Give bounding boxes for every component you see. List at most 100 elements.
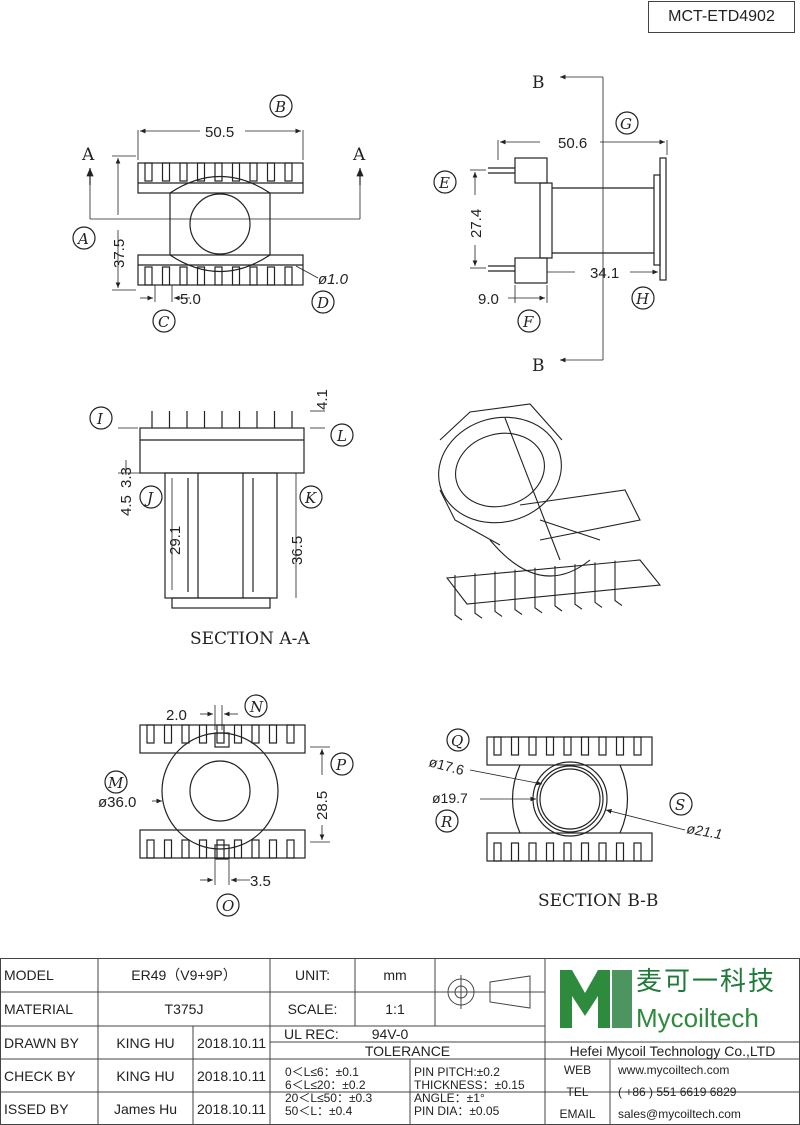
callout-d: D (316, 294, 329, 312)
issued-by-name: James Hu (113, 1100, 178, 1117)
callout-k: K (304, 489, 317, 507)
dim-bb-d3: ø21.1 (685, 820, 723, 842)
top-view: A A 50.5 37.5 5.0 ø1.0 (72, 94, 366, 333)
comb-slot (580, 842, 590, 862)
comb-slot (161, 162, 171, 182)
comb-slot (268, 724, 278, 744)
dim-top-height: 37.5 (111, 239, 128, 268)
unit-value: mm (383, 967, 407, 983)
section-bb-view: ø17.6 ø19.7 ø21.1 SECTION B-B Q R S (427, 728, 724, 911)
company-name: Hefei Mycoil Technology Co.,LTD (569, 1042, 776, 1059)
fin (554, 566, 563, 612)
section-a-right: A (352, 145, 366, 165)
comb-slot (251, 724, 260, 744)
web-value[interactable]: www.mycoiltech.com (618, 1063, 730, 1077)
side-view: B B 50.6 27.4 (433, 73, 668, 376)
dim-top-width: 50.5 (205, 124, 234, 141)
comb-slot (286, 724, 295, 744)
comb-slot (251, 839, 260, 859)
tolerance-ranges: 0＜L≤6：±0.1 6＜L≤20：±0.2 20＜L≤50：±0.3 50＜L… (285, 1061, 410, 1123)
model-value: ER49（V9+9P） (131, 967, 237, 983)
fin (474, 573, 483, 619)
check-by-name: KING HU (116, 1067, 175, 1084)
callout-l: L (336, 427, 347, 445)
issued-by-label: ISSED BY (4, 1100, 69, 1117)
tolerance-range-3: 20＜L≤50：±0.3 (285, 1091, 373, 1105)
email-label: EMAIL (559, 1107, 596, 1121)
projection-symbol (444, 975, 531, 1009)
comb-slot (598, 842, 607, 862)
section-bb-title: SECTION B-B (538, 891, 658, 911)
comb-slot (163, 724, 173, 744)
comb-slot (284, 162, 293, 182)
fin (514, 569, 523, 616)
material-label: MATERIAL (4, 1001, 73, 1017)
comb-slot (266, 162, 276, 182)
comb-slot (214, 162, 223, 182)
ul-rec-label: UL REC: (284, 1026, 339, 1042)
drawn-by-label: DRAWN BY (4, 1034, 79, 1051)
dim-bottom-dia: ø36.0 (98, 794, 136, 811)
callout-m: M (107, 774, 124, 792)
dim-side-width: 50.6 (558, 135, 587, 152)
comb-slot (284, 266, 293, 286)
dim-bb-d2: ø19.7 (432, 790, 468, 806)
tolerance-angle: ANGLE：±1° (414, 1091, 485, 1105)
callout-s: S (675, 796, 685, 814)
ul-rec-value: 94V-0 (371, 1026, 409, 1042)
comb-slot (633, 842, 642, 862)
logo-english: Mycoiltech (636, 1002, 759, 1033)
comb-slot (268, 839, 278, 859)
tel-label: TEL (566, 1085, 589, 1099)
comb-slot (528, 736, 537, 756)
comb-slot (545, 736, 555, 756)
comb-slot (493, 736, 502, 756)
callout-r: R (440, 813, 452, 831)
comb-slot (493, 842, 502, 862)
tolerance-specs: PIN PITCH:±0.2 THICKNESS：±0.15 ANGLE：±1°… (414, 1061, 545, 1123)
dim-bottom-slot: 2.0 (166, 707, 187, 724)
comb-slot (510, 736, 520, 756)
dim-side-body: 34.1 (590, 265, 619, 282)
callout-e: E (438, 174, 450, 192)
dim-bottom-height: 28.5 (314, 791, 331, 820)
tolerance-pin-pitch: PIN PITCH:±0.2 (414, 1065, 500, 1079)
scale-value: 1:1 (385, 1001, 405, 1017)
fin (534, 567, 543, 614)
fin (594, 562, 603, 608)
title-block: MODEL ER49（V9+9P） UNIT: mm MATERIAL T375… (0, 958, 800, 1125)
comb-slot (563, 736, 572, 756)
callout-o: O (222, 897, 234, 915)
callout-b: B (274, 98, 286, 116)
comb-slot (231, 266, 241, 286)
section-a-left: A (81, 145, 95, 165)
email-value[interactable]: sales@mycoiltech.com (618, 1107, 741, 1121)
tolerance-range-1: 0＜L≤6：±0.1 (285, 1065, 359, 1079)
tolerance-thickness: THICKNESS：±0.15 (414, 1078, 525, 1092)
comb-slot (510, 842, 520, 862)
dim-top-pitch: 5.0 (180, 291, 201, 308)
comb-slot (146, 839, 155, 859)
material-value: T375J (164, 1001, 204, 1017)
tel-value: ( +86 ) 551 6619 6829 (618, 1085, 737, 1099)
comb-slot (233, 724, 243, 744)
comb-slot (144, 266, 153, 286)
comb-slot (144, 162, 153, 182)
tolerance-range-2: 6＜L≤20：±0.2 (285, 1078, 366, 1092)
callout-g: G (620, 115, 632, 133)
comb-slot (615, 736, 625, 756)
scale-label: SCALE: (287, 1001, 338, 1017)
dim-side-pinspan: 27.4 (468, 209, 485, 238)
fin (614, 560, 623, 607)
comb-slot (146, 724, 155, 744)
section-aa-title: SECTION A-A (190, 629, 310, 649)
dim-aa-flange: 4.5 (118, 495, 135, 516)
comb-slot (181, 839, 190, 859)
comb-slot (163, 839, 173, 859)
callout-h: H (635, 290, 650, 308)
section-b-bottom: B (532, 356, 545, 376)
comb-slot (196, 266, 206, 286)
bottom-view: 2.0 28.5 ø36.0 3.5 N P M O (98, 694, 354, 917)
comb-slot (528, 842, 537, 862)
drawn-by-name: KING HU (116, 1034, 175, 1051)
